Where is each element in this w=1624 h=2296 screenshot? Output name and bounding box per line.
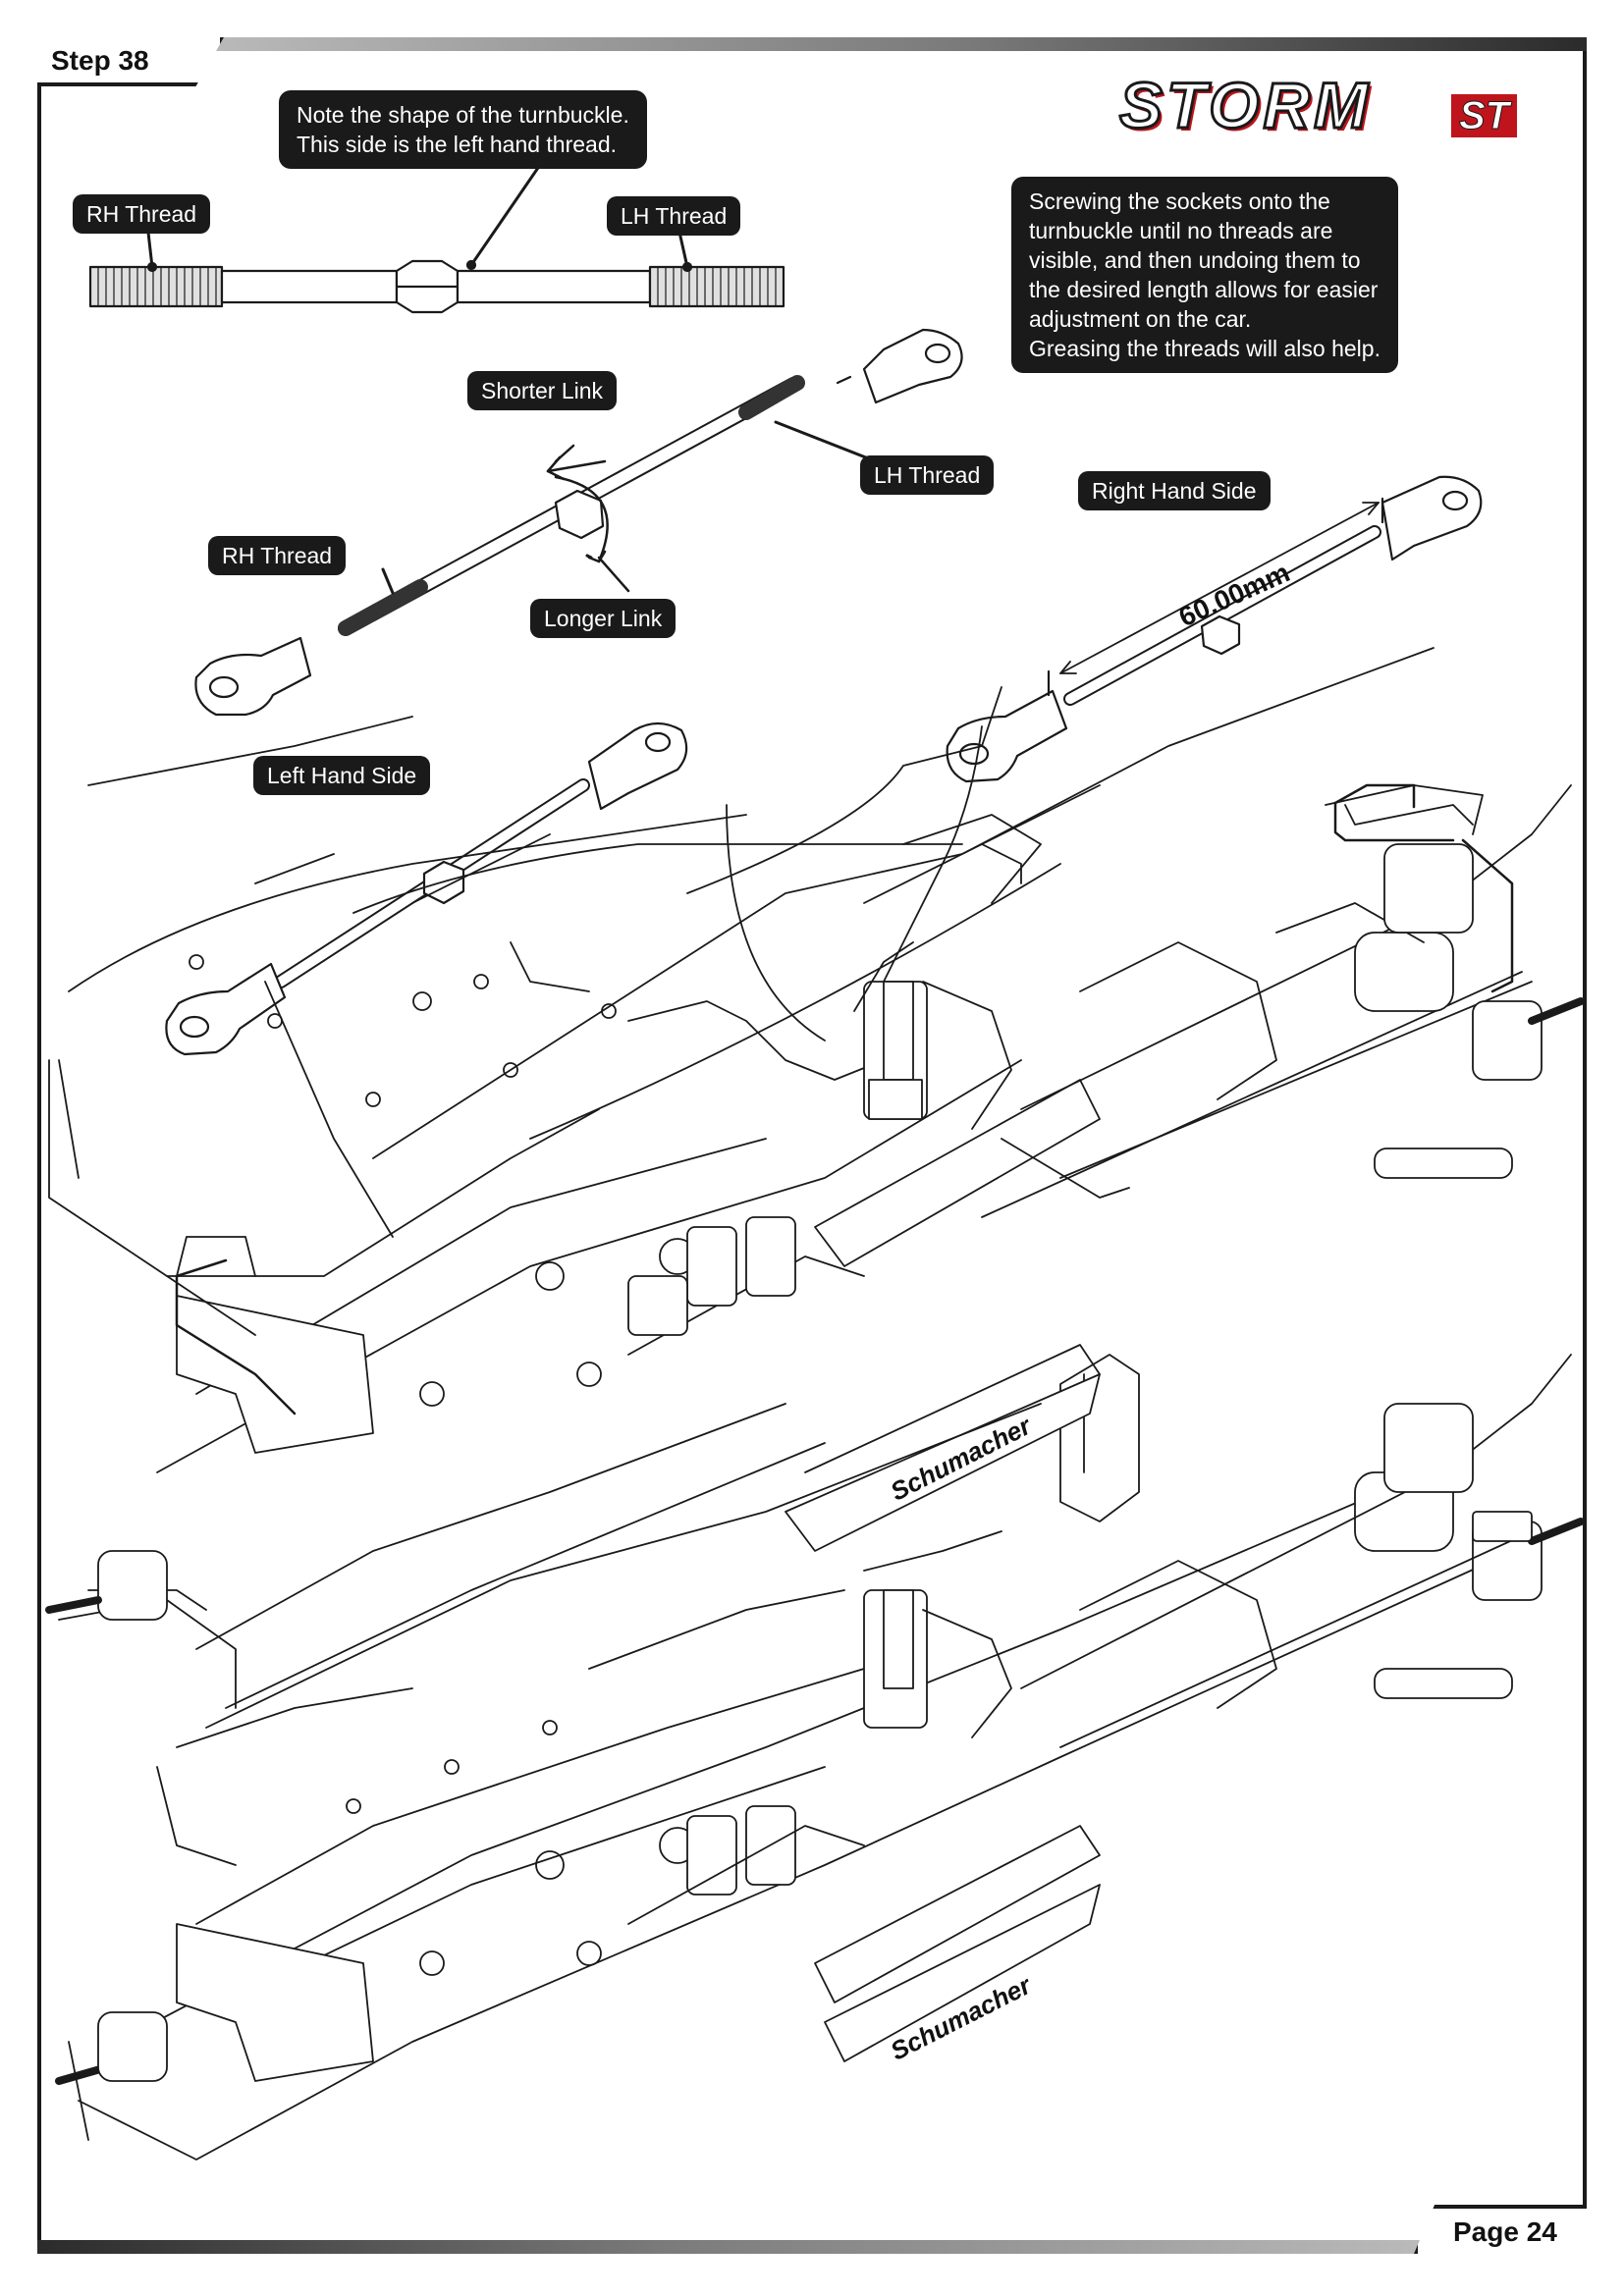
highlight-outlines: [175, 783, 1514, 1415]
turnbuckle-detail: [88, 163, 785, 314]
step-tab: Step 38: [37, 37, 224, 86]
lh-thread-label-top: LH Thread: [607, 196, 741, 236]
longer-link-label: Longer Link: [530, 599, 677, 638]
turnbuckle-shape-note-line-2: This side is the left hand thread.: [297, 132, 618, 157]
shorter-link-label: Shorter Link: [467, 371, 618, 410]
storm-st-logo: STORM ST: [1117, 69, 1571, 141]
sockets-note-line-4: the desired length allows for easier: [1029, 277, 1379, 302]
logo-main: STORM: [1117, 69, 1373, 141]
sockets-note-line-5: adjustment on the car.: [1029, 306, 1252, 332]
right-hand-side-link: [946, 475, 1483, 783]
turnbuckle-shape-note: Note the shape of the turnbuckle. This s…: [279, 90, 647, 169]
top-bar: [37, 37, 1587, 51]
bottom-bar: [37, 2240, 1587, 2254]
page-tab: Page 24: [1414, 2205, 1587, 2254]
step-number: Step 38: [51, 45, 149, 76]
rh-thread-label-mid: RH Thread: [208, 536, 347, 575]
upper-chassis-assembly: [45, 647, 1585, 1709]
sockets-note-line-1: Screwing the sockets onto the: [1029, 188, 1330, 214]
exploded-link: [194, 328, 963, 717]
sockets-note-line-2: turnbuckle until no threads are: [1029, 218, 1333, 243]
turnbuckle-shape-note-line-1: Note the shape of the turnbuckle.: [297, 102, 629, 128]
rh-thread-label-top: RH Thread: [73, 194, 211, 234]
left-hand-side-link: [165, 721, 688, 1056]
left-hand-side-label: Left Hand Side: [253, 756, 431, 795]
page-number: Page 24: [1453, 2216, 1557, 2247]
lower-chassis-assembly: [55, 1354, 1585, 2161]
sockets-note-line-6: Greasing the threads will also help.: [1029, 336, 1380, 361]
lh-thread-label-mid: LH Thread: [860, 455, 995, 495]
logo-suffix: ST: [1451, 94, 1518, 138]
right-hand-side-label: Right Hand Side: [1078, 471, 1271, 510]
sockets-assembly-note: Screwing the sockets onto the turnbuckle…: [1011, 177, 1398, 373]
sockets-note-line-3: visible, and then undoing them to: [1029, 247, 1361, 273]
